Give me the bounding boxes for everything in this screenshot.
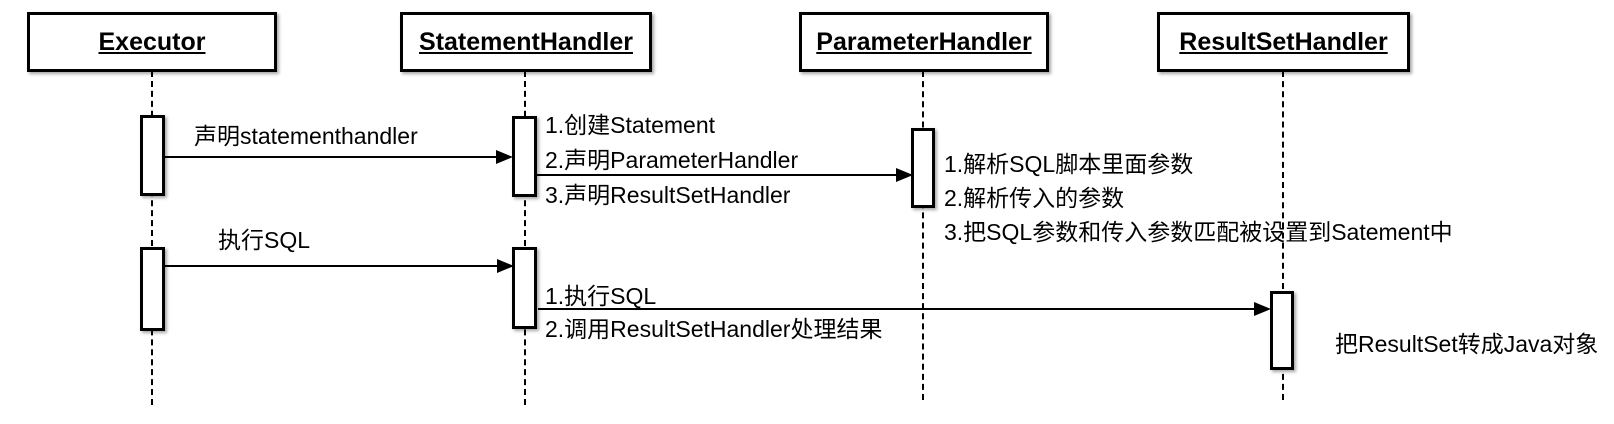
note-line: 3.把SQL参数和传入参数匹配被设置到Satement中 xyxy=(944,219,1453,245)
actor-box-result-set-handler: ResultSetHandler xyxy=(1157,12,1410,72)
lifeline-executor xyxy=(151,71,153,405)
activation-result-set-handler xyxy=(1270,291,1294,370)
message-line: 1.创建Statement xyxy=(545,112,716,138)
arrowhead-icon xyxy=(896,168,913,182)
note-line: 2.解析传入的参数 xyxy=(944,185,1125,211)
note-result-set-handler: 把ResultSet转成Java对象 xyxy=(1335,331,1599,357)
actor-box-executor: Executor xyxy=(27,12,277,72)
note-parameter-handler-steps: 1.解析SQL脚本里面参数 2.解析传入的参数 3.把SQL参数和传入参数匹配被… xyxy=(944,147,1453,249)
actor-label-executor: Executor xyxy=(98,27,206,56)
activation-executor-2 xyxy=(140,247,165,331)
activation-statement-handler-2 xyxy=(512,247,537,329)
actor-box-parameter-handler: ParameterHandler xyxy=(799,12,1049,72)
actor-label-statement-handler: StatementHandler xyxy=(419,27,633,56)
actor-box-statement-handler: StatementHandler xyxy=(400,12,652,72)
activation-parameter-handler xyxy=(911,128,935,208)
message-line: 3.声明ResultSetHandler xyxy=(545,182,791,208)
message-label-execute-sql-step1: 1.执行SQL xyxy=(545,283,657,309)
message-line: 2.声明ParameterHandler xyxy=(545,147,799,173)
message-arrow-statement-to-resultset xyxy=(538,302,1271,316)
arrowhead-icon xyxy=(497,259,514,273)
message-label-handle-result-step2: 2.调用ResultSetHandler处理结果 xyxy=(545,316,883,342)
lifeline-result-set-handler xyxy=(1282,71,1284,400)
message-label-statement-to-parameter: 1.创建Statement 2.声明ParameterHandler 3.声明R… xyxy=(545,108,798,213)
lifeline-statement-handler xyxy=(524,71,526,405)
lifeline-parameter-handler xyxy=(922,71,924,400)
arrowhead-icon xyxy=(496,150,513,164)
activation-executor-1 xyxy=(140,115,165,196)
message-arrow-declare-statementhandler xyxy=(165,150,513,164)
message-label-declare-statementhandler: 声明statementhandler xyxy=(194,123,418,149)
actor-label-parameter-handler: ParameterHandler xyxy=(816,27,1032,56)
actor-label-result-set-handler: ResultSetHandler xyxy=(1179,27,1388,56)
message-arrow-execute-sql xyxy=(165,259,514,273)
arrowhead-icon xyxy=(1254,302,1271,316)
note-line: 1.解析SQL脚本里面参数 xyxy=(944,151,1194,177)
message-label-execute-sql: 执行SQL xyxy=(218,227,311,253)
message-arrow-statement-to-parameter xyxy=(537,168,913,182)
activation-statement-handler-1 xyxy=(512,116,537,197)
